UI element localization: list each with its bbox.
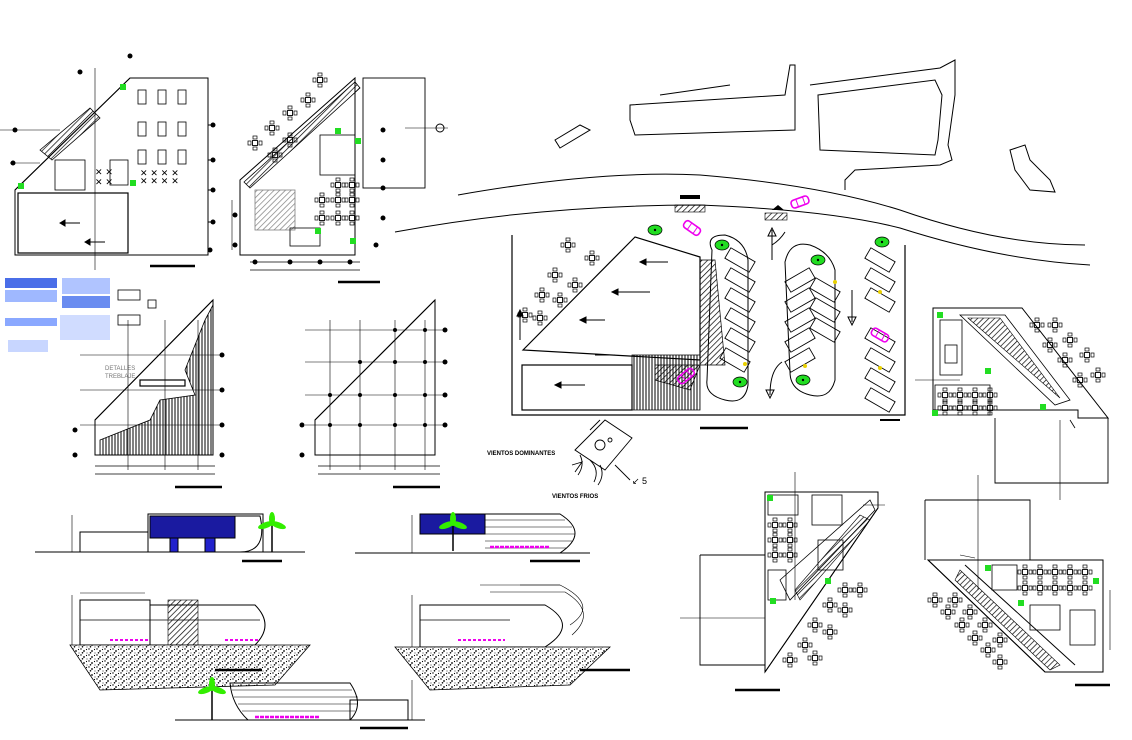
site-arrows <box>516 226 857 400</box>
floor-plan-upper-c <box>924 475 1111 687</box>
svg-text:✕ ✕ ✕ ✕: ✕ ✕ ✕ ✕ <box>140 177 179 187</box>
palm-tree-icon <box>198 677 226 720</box>
floor-plan-upper-b <box>680 472 885 692</box>
elevation-side <box>355 513 590 563</box>
site-markers-yellow <box>743 280 882 370</box>
palm-tree-icon <box>439 512 467 551</box>
details-label-line1: DETALLES <box>105 366 135 372</box>
wind-dominant-label: VIENTOS DOMINANTES <box>487 451 555 457</box>
site-tables <box>517 237 600 326</box>
structural-plan-a <box>80 298 222 489</box>
svg-text:↙ 5: ↙ 5 <box>632 476 647 486</box>
trees-plan-a <box>18 84 136 189</box>
section-b <box>394 584 630 691</box>
gridline-bubbles-b <box>232 127 386 265</box>
elevation-rear <box>175 680 425 730</box>
parking-stalls <box>719 247 896 413</box>
svg-text:✕ ✕: ✕ ✕ <box>95 168 113 178</box>
svg-text:✕ ✕ ✕ ✕: ✕ ✕ ✕ ✕ <box>140 169 179 179</box>
entrance-marks <box>674 195 788 221</box>
palm-tree-icon <box>258 512 286 552</box>
north-arrow-icon: ↙ 5 <box>571 419 647 486</box>
site-roads <box>394 59 1091 266</box>
restaurant-tables-upper-a <box>937 317 1106 416</box>
trees-upper-b <box>767 495 831 604</box>
details-label-line2: TREBLAJE <box>105 374 135 380</box>
floor-plan-ground-a: ✕ ✕ ✕ ✕ ✕ ✕ ✕ ✕ ✕ ✕ ✕ ✕ <box>0 68 215 270</box>
wind-cold-label: VIENTOS FRIOS <box>552 494 598 500</box>
section-a <box>69 592 311 691</box>
details-swatches: DETALLES TREBLAJE <box>5 278 157 380</box>
gridline-bubbles-c <box>72 352 225 458</box>
elevation-front <box>35 513 305 563</box>
trees-upper-c <box>985 565 1099 606</box>
restaurant-tables-upper-c <box>927 564 1093 670</box>
trees-plan-b <box>315 128 361 244</box>
gridline-bubbles-a <box>10 53 216 253</box>
trees-upper-a <box>932 312 1046 416</box>
svg-text:✕ ✕: ✕ ✕ <box>95 178 113 188</box>
column-dots-b <box>299 327 448 458</box>
parking-islands <box>706 234 836 402</box>
